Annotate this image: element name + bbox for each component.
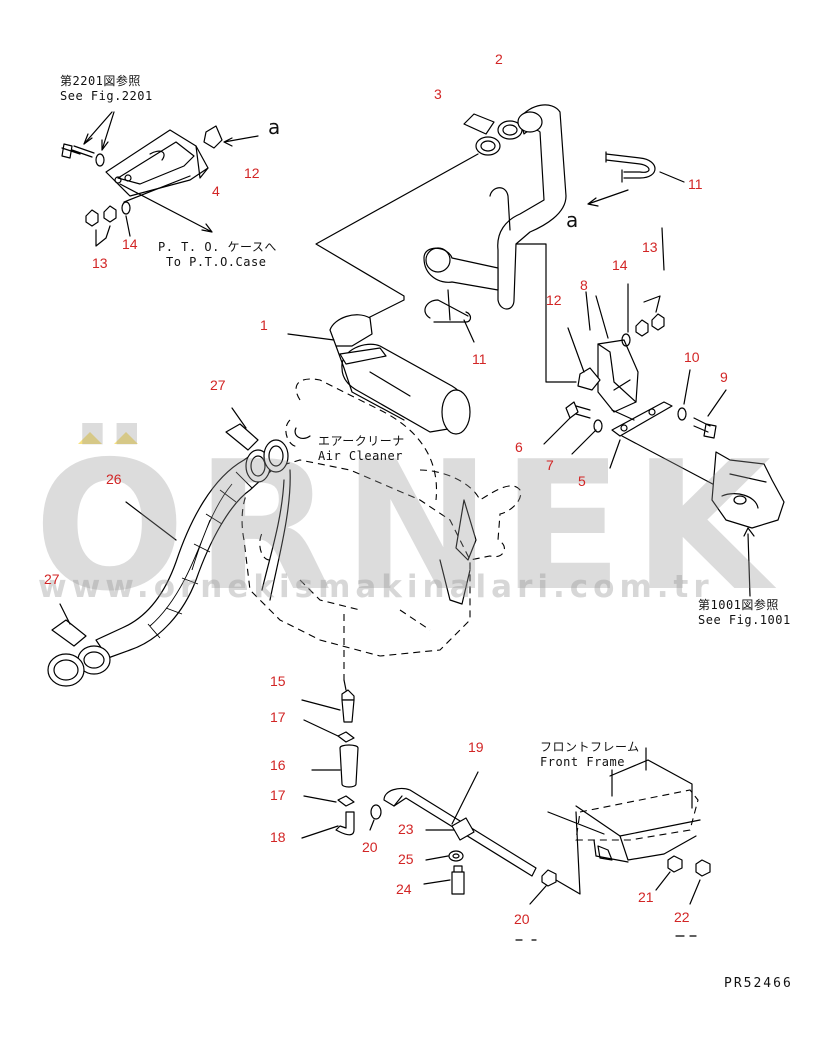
note-front-frame-jp: フロントフレーム [540, 740, 640, 754]
callout-2: 2 [495, 51, 503, 67]
callout-17-upper: 17 [270, 709, 286, 725]
note-fig1001-en: See Fig.1001 [698, 613, 791, 627]
note-air-cleaner-en: Air Cleaner [318, 449, 403, 463]
callout-15: 15 [270, 673, 286, 689]
bracket-group-top-left [61, 111, 259, 247]
callout-23: 23 [398, 821, 414, 837]
watermark-word: ÖRNEK [34, 423, 781, 630]
note-pto-en: To P.T.O.Case [166, 255, 267, 269]
ref-letter-a-right: a [566, 208, 579, 232]
drawing-code: PR52466 [724, 976, 793, 991]
drain-parts [301, 689, 359, 839]
callout-9: 9 [720, 369, 728, 385]
callout-7: 7 [546, 457, 554, 473]
note-fig2201-jp: 第2201図参照 [60, 74, 141, 88]
watermark-url: www.ornekismakinalari.com.tr [38, 569, 714, 605]
watermark-umlaut-dots [78, 432, 138, 444]
callout-20-bottom: 20 [514, 911, 530, 927]
note-air-cleaner-jp: エアークリーナ [318, 434, 405, 448]
callout-16: 16 [270, 757, 286, 773]
callout-26: 26 [106, 471, 122, 487]
u-bolt-top-right [587, 151, 685, 207]
note-pto-jp: P. T. O. ケースへ [158, 240, 277, 254]
callout-27-top: 27 [210, 377, 226, 393]
note-front-frame-en: Front Frame [540, 755, 625, 769]
note-fig2201-en: See Fig.2201 [60, 89, 153, 103]
callout-21: 21 [638, 889, 654, 905]
callout-11-middle: 11 [472, 351, 487, 367]
callout-13-left: 13 [92, 255, 108, 271]
callout-1: 1 [260, 317, 268, 333]
callout-5: 5 [578, 473, 586, 489]
callout-25: 25 [398, 851, 414, 867]
ref-letter-a-left: a [268, 115, 281, 139]
front-frame [515, 747, 711, 941]
note-fig2201: 第2201図参照 See Fig.2201 [60, 74, 153, 104]
bracket-group-right [543, 227, 785, 597]
callout-24: 24 [396, 881, 412, 897]
note-fig1001: 第1001図参照 See Fig.1001 [698, 598, 791, 628]
callout-17-lower: 17 [270, 787, 286, 803]
drain-pipe-group [369, 771, 605, 905]
callout-12-left: 12 [244, 165, 260, 181]
callout-10: 10 [684, 349, 700, 365]
callout-4: 4 [212, 183, 220, 199]
note-air-cleaner: エアークリーナ Air Cleaner [318, 434, 405, 464]
callout-8: 8 [580, 277, 588, 293]
callout-27-bottom: 27 [44, 571, 60, 587]
air-cleaner-assembly [285, 314, 471, 501]
note-pto-case: P. T. O. ケースへ To P.T.O.Case [158, 240, 277, 270]
radiator-hose-assembly [47, 407, 291, 687]
note-front-frame: フロントフレーム Front Frame [540, 740, 640, 770]
callout-22: 22 [674, 909, 690, 925]
callout-18: 18 [270, 829, 286, 845]
callout-3: 3 [434, 86, 442, 102]
callout-14-right: 14 [612, 257, 628, 273]
callout-20-left: 20 [362, 839, 378, 855]
callout-13-right: 13 [642, 239, 658, 255]
callout-19: 19 [468, 739, 484, 755]
callout-11-top: 11 [688, 176, 703, 192]
note-fig1001-jp: 第1001図参照 [698, 598, 779, 612]
intake-pipe-group [315, 104, 577, 383]
callout-14-left: 14 [122, 236, 138, 252]
callout-12-right: 12 [546, 292, 562, 308]
callout-6: 6 [515, 439, 523, 455]
